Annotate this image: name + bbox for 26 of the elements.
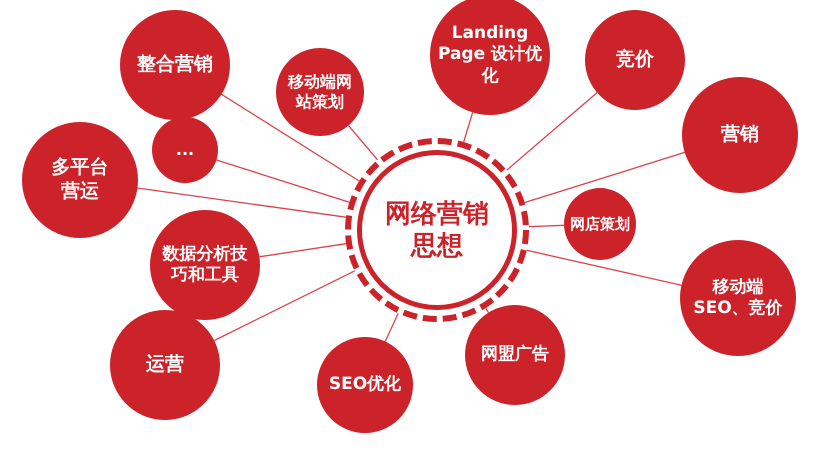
topic-circle: 多平台营运 bbox=[22, 122, 138, 238]
topic-circle: Landing Page 设计优化 bbox=[430, 0, 550, 115]
connector-line bbox=[216, 159, 350, 203]
topic-circle: 运营 bbox=[110, 310, 220, 420]
topic-circle: 竞价 bbox=[585, 10, 685, 110]
connector-line bbox=[463, 112, 474, 142]
topic-circle: 网店策划 bbox=[564, 188, 636, 260]
topic-circle: 移动端 SEO、竞价 bbox=[680, 240, 796, 356]
connector-line bbox=[214, 270, 355, 342]
connector-line bbox=[221, 94, 360, 182]
connector-line bbox=[348, 125, 378, 160]
topic-circle: 营销 bbox=[682, 77, 798, 193]
connector-line bbox=[524, 152, 685, 204]
connector-line bbox=[528, 224, 564, 228]
connector-line bbox=[506, 92, 598, 171]
topic-circle: 移动端网站策划 bbox=[276, 48, 364, 136]
center-circle: 网络营销思想 bbox=[357, 150, 517, 310]
topic-circle: ... bbox=[152, 117, 218, 183]
topic-circle: 整合营销 bbox=[120, 10, 230, 120]
connector-line bbox=[259, 243, 346, 258]
connector-line bbox=[384, 313, 399, 342]
topic-circle: 网盟广告 bbox=[465, 305, 565, 405]
topic-circle: 数据分析技巧和工具 bbox=[150, 210, 260, 320]
connector-line bbox=[526, 250, 682, 286]
connector-line bbox=[137, 187, 346, 218]
topic-circle: SEO优化 bbox=[317, 337, 413, 433]
